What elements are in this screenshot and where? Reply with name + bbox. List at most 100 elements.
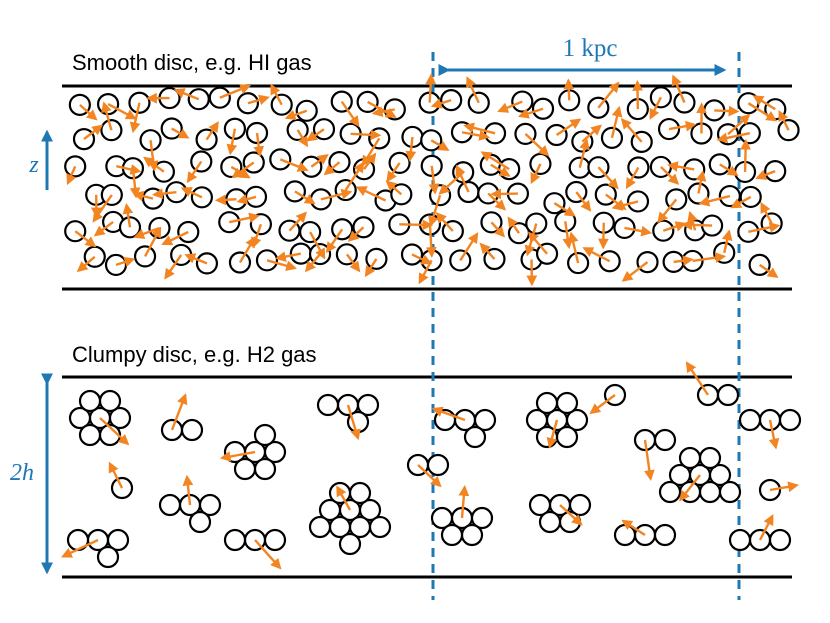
velocity-arrow (430, 98, 452, 109)
velocity-arrow (161, 230, 189, 246)
velocity-arrow (624, 225, 653, 237)
velocity-arrow (727, 113, 751, 136)
velocity-arrow (164, 254, 183, 280)
velocity-arrow (296, 129, 309, 148)
velocity-arrow (425, 73, 437, 103)
velocity-arrow (546, 419, 559, 449)
velocity-arrow (752, 95, 776, 111)
gas-particle (338, 532, 362, 556)
velocity-arrow (769, 481, 799, 493)
velocity-arrow (306, 128, 325, 142)
gas-particle (188, 510, 212, 534)
velocity-arrow (132, 190, 154, 202)
velocity-arrow (671, 74, 686, 103)
gas-particle (678, 446, 702, 470)
velocity-arrow (371, 106, 396, 118)
gas-particle (565, 408, 589, 432)
gas-particle (738, 408, 762, 432)
gas-particle (528, 493, 552, 517)
gas-particle (348, 481, 372, 505)
velocity-arrow (466, 76, 480, 104)
velocity-arrow (625, 166, 640, 190)
velocity-arrow (294, 190, 316, 205)
velocity-arrow (355, 186, 387, 202)
velocity-arrow (490, 163, 511, 177)
velocity-arrow (340, 100, 360, 128)
gas-particle (653, 523, 677, 547)
velocity-arrow (598, 222, 609, 250)
velocity-arrow (61, 538, 99, 558)
velocity-arrow (778, 109, 790, 131)
velocity-arrow (76, 255, 96, 273)
velocity-arrow (364, 258, 378, 278)
velocity-arrow (643, 439, 655, 481)
velocity-arrow (170, 393, 188, 431)
velocity-arrow (687, 210, 698, 231)
gas-particle (698, 480, 722, 504)
velocity-arrow (621, 519, 646, 537)
velocity-arrow (685, 361, 710, 396)
top-panel-title: Smooth disc, e.g. HI gas (72, 50, 312, 75)
velocity-arrow (681, 219, 713, 231)
gas-particle (358, 498, 382, 522)
gas-particle (356, 393, 380, 417)
gas-particle (263, 528, 287, 552)
velocity-arrow (730, 195, 752, 209)
gas-particle (68, 406, 92, 430)
velocity-arrow (459, 232, 479, 262)
velocity-arrow (99, 417, 130, 446)
velocity-arrow (74, 230, 97, 248)
velocity-arrow (83, 124, 104, 141)
gas-particle (78, 423, 102, 447)
velocity-arrow (582, 247, 611, 263)
velocity-arrow (226, 128, 238, 156)
velocity-arrow (657, 198, 678, 224)
velocity-arrow (417, 464, 442, 488)
velocity-arrow (755, 169, 776, 180)
velocity-arrow (740, 138, 751, 172)
gas-particle (658, 480, 682, 504)
gas-particle (180, 418, 204, 442)
velocity-arrow (589, 394, 616, 415)
velocity-arrow (346, 404, 361, 441)
velocity-arrow (238, 236, 256, 264)
velocity-arrows-layer (61, 73, 799, 570)
velocity-arrow (698, 194, 731, 207)
velocity-arrow (288, 211, 307, 232)
velocity-arrow (721, 229, 733, 254)
bottom-panel-title: Clumpy disc, e.g. H2 gas (72, 342, 317, 367)
gas-particle (460, 523, 484, 547)
gas-particle (426, 453, 450, 477)
velocity-arrow (184, 253, 208, 265)
velocity-arrow (108, 461, 124, 489)
velocity-arrow (304, 253, 321, 273)
velocity-arrow (350, 129, 382, 141)
gas-particle (728, 528, 752, 552)
gas-particle (368, 515, 392, 539)
velocity-arrow (667, 161, 695, 172)
gas-particle (253, 423, 277, 447)
velocity-arrow (611, 200, 639, 211)
velocity-arrow (129, 102, 141, 134)
velocity-arrow (649, 96, 662, 120)
velocity-arrow (101, 101, 113, 131)
velocity-arrow (320, 188, 353, 201)
velocity-arrow (480, 151, 510, 171)
velocity-arrow (336, 485, 352, 511)
velocity-arrow (79, 103, 98, 121)
gas-particle (158, 493, 182, 517)
velocity-arrow (279, 158, 309, 172)
velocity-arrow (182, 474, 194, 506)
velocity-arrow (345, 253, 361, 273)
velocity-arrow (214, 194, 237, 206)
velocity-arrow (553, 202, 576, 217)
gas-particle (768, 528, 792, 552)
velocity-arrow (309, 231, 326, 260)
gas-particle (678, 480, 702, 504)
velocity-arrow (497, 100, 523, 113)
gas-particle (470, 506, 494, 530)
velocity-arrow (527, 231, 548, 255)
velocity-arrow (660, 166, 680, 185)
velocity-arrow (455, 164, 470, 193)
